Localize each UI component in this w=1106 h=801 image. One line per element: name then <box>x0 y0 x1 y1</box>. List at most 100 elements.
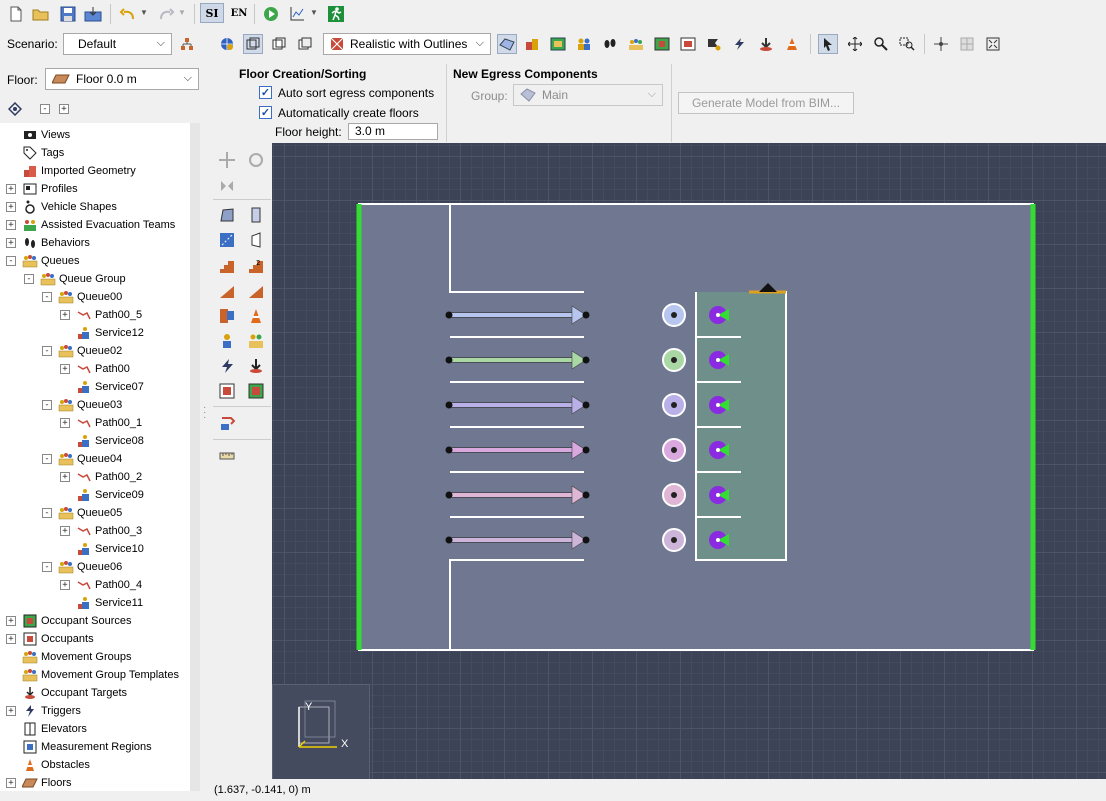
zoom-icon[interactable] <box>871 34 891 54</box>
show-geometry-icon[interactable] <box>522 34 542 54</box>
tree-item[interactable]: Obstacles <box>22 756 90 774</box>
show-sources-icon[interactable] <box>704 34 724 54</box>
rect-room-tool-icon[interactable] <box>246 205 266 225</box>
tree-item[interactable]: Queue04 <box>58 450 122 468</box>
exit-tool-icon[interactable] <box>217 306 237 326</box>
tree-expander[interactable]: - <box>42 292 52 302</box>
tree-item[interactable]: Measurement Regions <box>22 738 152 756</box>
target-tool-icon[interactable] <box>246 356 266 376</box>
path-end-node[interactable] <box>582 311 590 319</box>
show-navmesh-icon[interactable] <box>497 34 517 54</box>
tree-item[interactable]: Service10 <box>76 540 144 558</box>
tree-expander[interactable]: + <box>6 634 16 644</box>
view-perspective-icon[interactable] <box>243 34 263 54</box>
splitter-handle[interactable]: ··· <box>203 402 207 423</box>
ramp2-tool-icon[interactable] <box>246 281 266 301</box>
tree-expander[interactable]: + <box>60 364 70 374</box>
tree-item[interactable]: Profiles <box>22 180 78 198</box>
show-triggers-icon[interactable] <box>730 34 750 54</box>
tree-item[interactable]: Imported Geometry <box>22 162 136 180</box>
path-start-node[interactable] <box>445 536 453 544</box>
collapse-all-button[interactable]: - <box>40 104 50 114</box>
path-end-node[interactable] <box>582 401 590 409</box>
new-file-icon[interactable] <box>6 4 26 24</box>
region2-tool-icon[interactable] <box>246 381 266 401</box>
show-occupants-icon[interactable] <box>574 34 594 54</box>
tree-expander[interactable]: - <box>42 400 52 410</box>
stair2-tool-icon[interactable]: 2 <box>246 256 266 276</box>
path-end-node[interactable] <box>582 446 590 454</box>
tree-expander[interactable]: + <box>6 202 16 212</box>
run-simulation-icon[interactable] <box>261 4 281 24</box>
tree-item[interactable]: Movement Groups <box>22 648 131 666</box>
tree-expander[interactable]: + <box>60 526 70 536</box>
tree-item[interactable]: Movement Group Templates <box>22 666 179 684</box>
tree-expander[interactable]: + <box>60 418 70 428</box>
scenario-tree-icon[interactable] <box>177 34 197 54</box>
path-start-node[interactable] <box>445 356 453 364</box>
tree-item[interactable]: Service07 <box>76 378 144 396</box>
path-end-node[interactable] <box>582 536 590 544</box>
snap-point-icon[interactable] <box>931 34 951 54</box>
tree-item[interactable]: Service08 <box>76 432 144 450</box>
show-behaviors-icon[interactable] <box>600 34 620 54</box>
tree-item[interactable]: Occupants <box>22 630 94 648</box>
tree-item[interactable]: Behaviors <box>22 234 90 252</box>
tree-expander[interactable]: + <box>6 238 16 248</box>
tree-item[interactable]: Vehicle Shapes <box>22 198 117 216</box>
path-start-node[interactable] <box>445 311 453 319</box>
tree-expander[interactable]: + <box>6 220 16 230</box>
zoom-box-icon[interactable] <box>897 34 917 54</box>
open-folder-icon[interactable] <box>31 4 51 24</box>
scene-canvas[interactable] <box>272 143 1106 779</box>
tree-item[interactable]: Occupant Sources <box>22 612 132 630</box>
room-tool-icon[interactable] <box>217 205 237 225</box>
tree-item[interactable]: Views <box>22 126 70 144</box>
scenario-select[interactable]: Default ⌵ <box>63 33 172 55</box>
save-icon[interactable] <box>58 4 78 24</box>
tree-item[interactable]: Service11 <box>76 594 143 612</box>
tree-expander[interactable]: - <box>42 508 52 518</box>
show-obstacles-icon[interactable] <box>782 34 802 54</box>
tree-item[interactable]: Queue00 <box>58 288 122 306</box>
tree-item[interactable]: Elevators <box>22 720 87 738</box>
undo-dropdown-icon[interactable]: ▼ <box>140 8 148 17</box>
select-pointer-icon[interactable] <box>818 34 838 54</box>
tree-item[interactable]: Path00 <box>76 360 130 378</box>
path-start-node[interactable] <box>445 491 453 499</box>
floor-select[interactable]: Floor 0.0 m ⌵ <box>45 68 199 90</box>
model-viewport[interactable]: Y X <box>272 143 1106 779</box>
auto-create-checkbox[interactable]: ✓ <box>259 106 272 119</box>
si-units-button[interactable]: SI <box>200 3 224 23</box>
show-stairs-icon[interactable] <box>678 34 698 54</box>
en-units-button[interactable]: EN <box>230 7 248 19</box>
tree-expander[interactable]: + <box>6 778 16 788</box>
tree-scrollbar[interactable] <box>190 123 200 791</box>
show-doors-icon[interactable] <box>652 34 672 54</box>
tree-expander[interactable]: - <box>42 454 52 464</box>
chart-dropdown-icon[interactable]: ▼ <box>310 8 318 17</box>
view-wire-icon[interactable] <box>295 34 315 54</box>
tree-item[interactable]: Path00_5 <box>76 306 142 324</box>
tree-item[interactable]: Queue Group <box>40 270 126 288</box>
tree-item[interactable]: Path00_1 <box>76 414 142 432</box>
chart-icon[interactable] <box>287 4 307 24</box>
exit-run-icon[interactable] <box>326 4 346 24</box>
path-start-node[interactable] <box>445 401 453 409</box>
undo-icon[interactable] <box>118 4 138 24</box>
occupant-tool-icon[interactable] <box>217 331 237 351</box>
tree-item[interactable]: Triggers <box>22 702 81 720</box>
tree-item[interactable]: Queue03 <box>58 396 122 414</box>
view-ortho-icon[interactable] <box>269 34 289 54</box>
trigger-tool-icon[interactable] <box>217 356 237 376</box>
tree-item[interactable]: Queue06 <box>58 558 122 576</box>
tree-expander[interactable]: + <box>6 616 16 626</box>
fit-view-icon[interactable] <box>983 34 1003 54</box>
door-tool-icon[interactable] <box>246 230 266 250</box>
measure-tool-icon[interactable] <box>217 446 237 466</box>
floor-height-input[interactable]: 3.0 m <box>348 123 438 140</box>
region-tool-icon[interactable] <box>217 381 237 401</box>
tree-item[interactable]: Service09 <box>76 486 144 504</box>
pan-icon[interactable] <box>845 34 865 54</box>
tree-expander[interactable]: + <box>60 310 70 320</box>
